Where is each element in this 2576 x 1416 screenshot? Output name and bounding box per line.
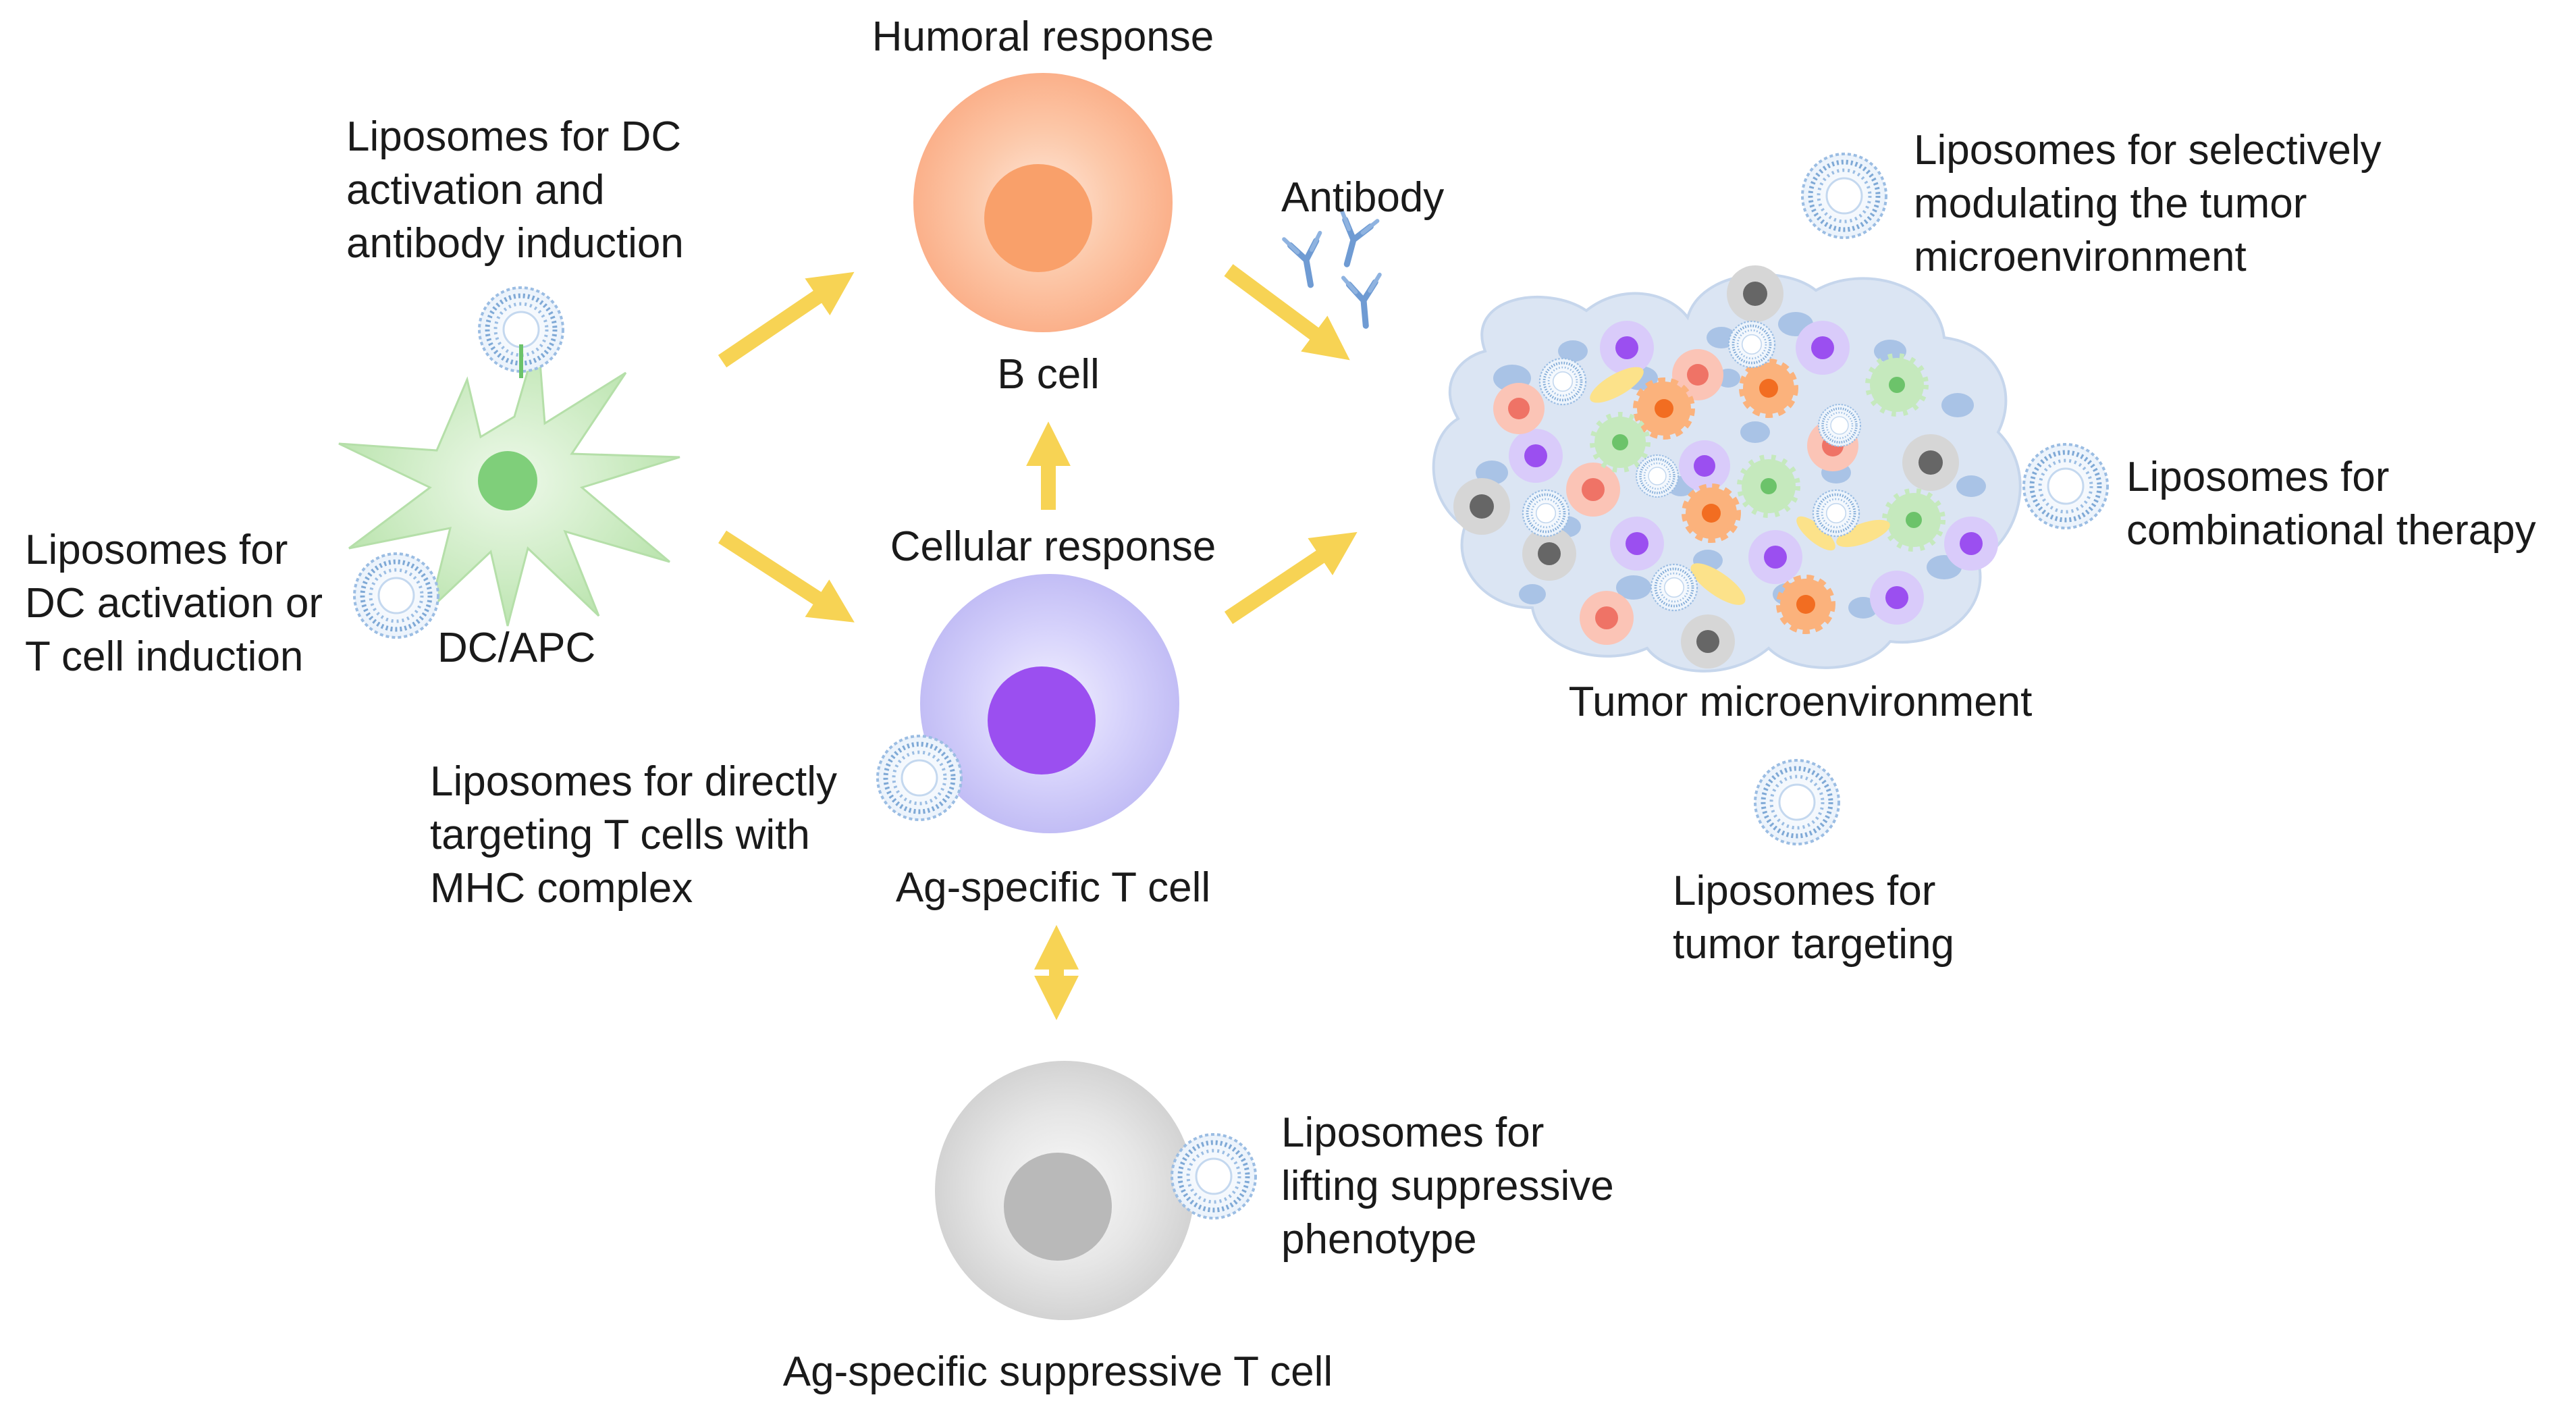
label-cellular-response: Cellular response: [890, 523, 1216, 570]
caption-dc-tcell: Liposomes for DC activation or T cell in…: [25, 527, 323, 680]
dendritic-cell: [338, 335, 680, 627]
b-cell-nucleus: [984, 164, 1092, 272]
caption-line: activation and: [346, 167, 605, 213]
tumor-orange-cells: [1633, 359, 1835, 634]
liposome-dc-antibody-icon: [479, 288, 563, 378]
caption-line: phenotype: [1281, 1216, 1477, 1263]
label-ag-specific-suppressive-t-cell: Ag-specific suppressive T cell: [783, 1348, 1333, 1395]
tumor-grey-cells: [1453, 265, 1959, 668]
suppressive-t-cell-nucleus: [1004, 1153, 1112, 1261]
arrow-dc-to-bcell: [718, 271, 855, 368]
caption-tumor-targeting: Liposomes for tumor targeting: [1673, 868, 1954, 968]
liposome-selective-tme-icon: [1802, 154, 1886, 238]
caption-line: Liposomes for: [25, 527, 288, 573]
caption-dc-antibody: Liposomes for DC activation and antibody…: [346, 113, 684, 267]
liposome-tumor-targeting-icon: [1755, 760, 1839, 844]
tumor-purple-cells: [1509, 321, 1998, 625]
t-cell-nucleus: [988, 666, 1096, 775]
liposome-dc-tcell-icon: [354, 554, 438, 637]
tumor-fibroblasts: [1590, 367, 1890, 605]
label-ag-specific-t-cell: Ag-specific T cell: [896, 864, 1210, 911]
label-antibody: Antibody: [1281, 174, 1444, 221]
caption-line: Liposomes for DC: [346, 113, 681, 160]
caption-line: Liposomes for directly: [430, 758, 837, 805]
caption-line: DC activation or: [25, 580, 323, 627]
arrows: [718, 264, 1358, 1020]
antibody-icon: [1284, 211, 1384, 327]
caption-direct-tcell: Liposomes for directly targeting T cells…: [430, 758, 837, 912]
caption-combinational: Liposomes for combinational therapy: [2126, 454, 2536, 554]
caption-line: lifting suppressive: [1281, 1163, 1614, 1209]
arrow-tcell-to-tumor: [1224, 531, 1358, 625]
caption-line: targeting T cells with: [430, 812, 810, 858]
liposome-combinational-icon: [2024, 444, 2108, 528]
caption-selective-tme: Liposomes for selectively modulating the…: [1914, 127, 2382, 280]
caption-line: antibody induction: [346, 220, 684, 267]
caption-line: microenvironment: [1914, 234, 2247, 280]
tumor-green-cells: [1590, 353, 1946, 552]
labels: Humoral response B cell Antibody Cellula…: [25, 14, 2536, 1395]
liposome-suppressive-icon: [1172, 1134, 1256, 1218]
caption-line: modulating the tumor: [1914, 180, 2307, 227]
dc-nucleus: [478, 451, 537, 510]
caption-suppressive: Liposomes for lifting suppressive phenot…: [1281, 1109, 1614, 1263]
caption-line: Liposomes for: [2126, 454, 2389, 500]
caption-line: MHC complex: [430, 865, 693, 912]
suppressive-t-cell: [935, 1061, 1194, 1320]
t-cell: [920, 574, 1179, 833]
caption-line: Liposomes for: [1673, 868, 1935, 914]
arrow-dc-to-tcell: [718, 530, 855, 623]
caption-line: combinational therapy: [2126, 507, 2536, 554]
caption-line: Liposomes for selectively: [1914, 127, 2382, 174]
label-tumor-microenvironment: Tumor microenvironment: [1569, 679, 2033, 725]
arrow-bcell-to-tumor: [1224, 264, 1350, 361]
label-b-cell: B cell: [997, 351, 1100, 398]
tumor-microenvironment: [1432, 265, 2022, 673]
caption-line: tumor targeting: [1673, 921, 1954, 968]
caption-line: Liposomes for: [1281, 1109, 1544, 1156]
label-humoral-response: Humoral response: [872, 14, 1214, 60]
label-dc-apc: DC/APC: [437, 625, 595, 671]
liposome-direct-tcell-icon: [878, 736, 961, 820]
caption-line: T cell induction: [25, 633, 303, 680]
b-cell: [913, 73, 1173, 332]
